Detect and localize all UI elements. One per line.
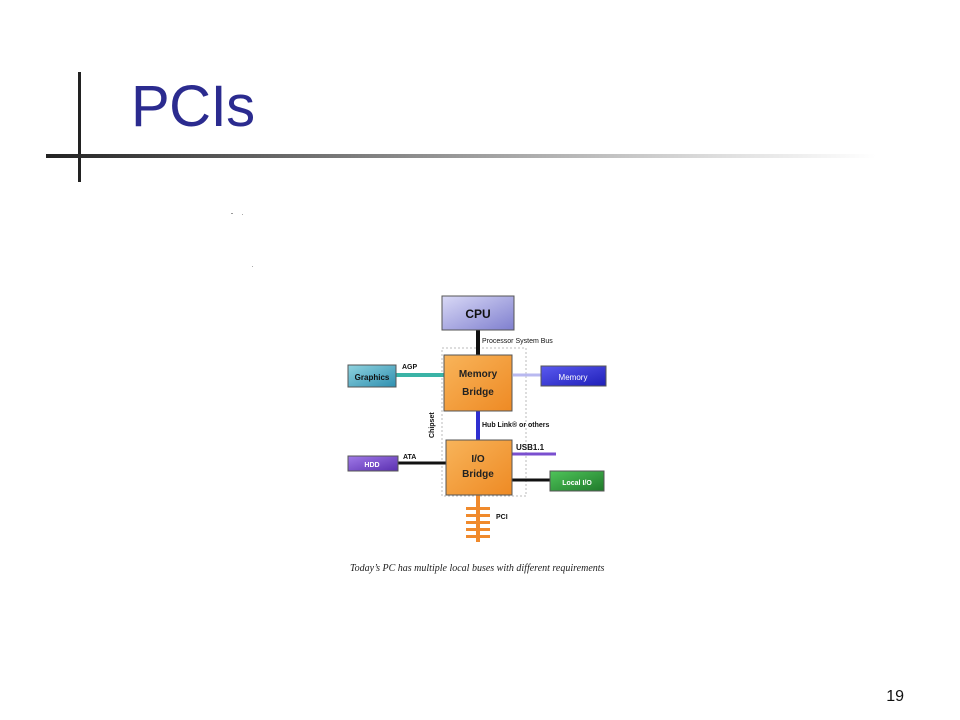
title-vertical-rule [78, 72, 81, 182]
io-bridge-box [445, 439, 513, 496]
memory-bridge-label-2: Bridge [462, 387, 494, 398]
pci-slot [466, 514, 490, 517]
cpu-box [441, 295, 515, 331]
pci-slot [466, 535, 490, 538]
agp-label: AGP [402, 364, 418, 371]
speck [231, 213, 233, 214]
hdd-label: HDD [364, 462, 379, 469]
pci-label: PCI [496, 514, 508, 521]
memory-bridge-box [443, 354, 513, 412]
pci-slot [466, 521, 490, 524]
chipset-boundary [441, 347, 527, 497]
graphics-label: Graphics [355, 373, 390, 382]
ata-label: ATA [403, 454, 416, 461]
page-title: PCIs [131, 74, 255, 139]
speck [252, 266, 253, 267]
local-io-label: Local I/O [562, 480, 592, 487]
memory-box [540, 365, 607, 387]
pci-slots [466, 507, 490, 538]
graphics-box [347, 364, 397, 388]
hdd-box [347, 455, 399, 472]
io-bridge-label-2: Bridge [462, 469, 494, 480]
pci-slot [466, 507, 490, 510]
pci-slot [466, 528, 490, 531]
local-io-box [549, 470, 605, 492]
cpu-label: CPU [465, 307, 490, 321]
speck [242, 214, 243, 215]
usb-label: USB1.1 [516, 443, 545, 452]
memory-bridge-label-1: Memory [459, 369, 498, 380]
memory-label: Memory [559, 373, 588, 382]
diagram-caption: Today’s PC has multiple local buses with… [350, 563, 605, 574]
processor-bus-label: Processor System Bus [482, 338, 553, 345]
chipset-label: Chipset [429, 412, 436, 438]
title-horizontal-rule [46, 154, 876, 158]
io-bridge-label-1: I/O [471, 454, 485, 465]
hub-link-label: Hub Link® or others [482, 421, 549, 429]
page-number: 19 [886, 688, 904, 705]
